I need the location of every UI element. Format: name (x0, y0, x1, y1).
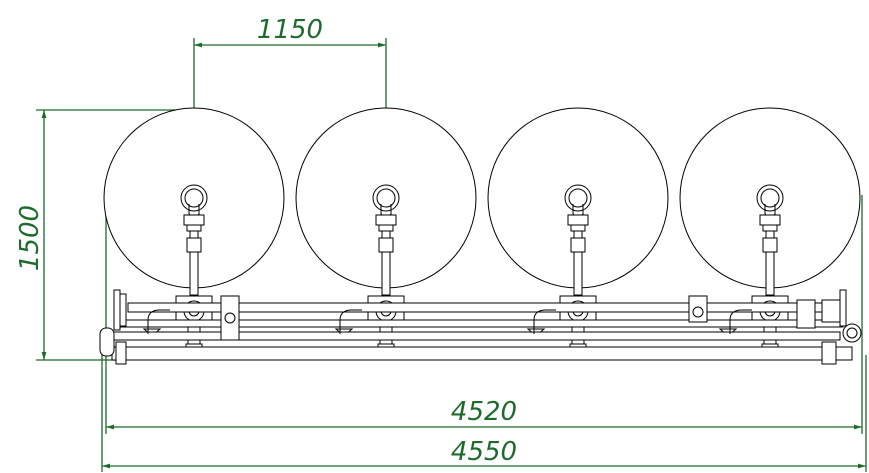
tank-1-valve-body (183, 214, 205, 226)
tank-1-riser (189, 230, 199, 296)
valve-box-3 (796, 299, 816, 329)
tank-4-riser-valve (762, 237, 778, 253)
tank-1-flange-top (186, 224, 202, 232)
manifold (99, 289, 862, 365)
tank-4-valve-body (759, 214, 781, 226)
tank-3-valve-inner (568, 188, 588, 208)
right-bottom-cap (821, 341, 837, 365)
tank-2-flange-top (378, 224, 394, 232)
left-flange-mid (119, 293, 127, 327)
dim-4550-label: 4550 (451, 437, 517, 467)
right-block (821, 299, 841, 323)
dimension-lines (36, 38, 867, 472)
tank-3-riser (573, 230, 583, 296)
dim-1500-label: 1500 (15, 205, 45, 271)
valve-box-2-wheel (692, 306, 704, 318)
tank-4-valve-inner (760, 188, 780, 208)
tank-4-flange-top (762, 224, 778, 232)
elbow-1 (147, 309, 170, 334)
elbow-2 (339, 309, 362, 334)
tank-2-riser-valve (378, 237, 394, 253)
elbow-4 (729, 309, 752, 334)
filter-tanks (103, 107, 861, 359)
tank-3-flange-top (570, 224, 586, 232)
bottom-header-pipe (111, 346, 853, 361)
tank-3-riser-valve (570, 237, 586, 253)
valve-box-1-wheel (224, 312, 236, 324)
left-flange-top (113, 289, 121, 331)
tank-4-riser (765, 230, 775, 296)
tank-2-valve-body (375, 214, 397, 226)
dim-1150-label: 1150 (257, 15, 323, 45)
dim-4520-label: 4520 (451, 397, 517, 427)
tank-2-riser (381, 230, 391, 296)
tank-3-valve-body (567, 214, 589, 226)
right-flange (839, 289, 847, 327)
elbow-3 (533, 309, 556, 334)
tank-1-riser-valve (186, 237, 202, 253)
right-gauge-inner (846, 327, 858, 339)
tank-2-valve-inner (376, 188, 396, 208)
left-end-elbow (99, 327, 115, 357)
left-bottom-cap (115, 341, 127, 365)
tank-1-valve-inner (184, 188, 204, 208)
